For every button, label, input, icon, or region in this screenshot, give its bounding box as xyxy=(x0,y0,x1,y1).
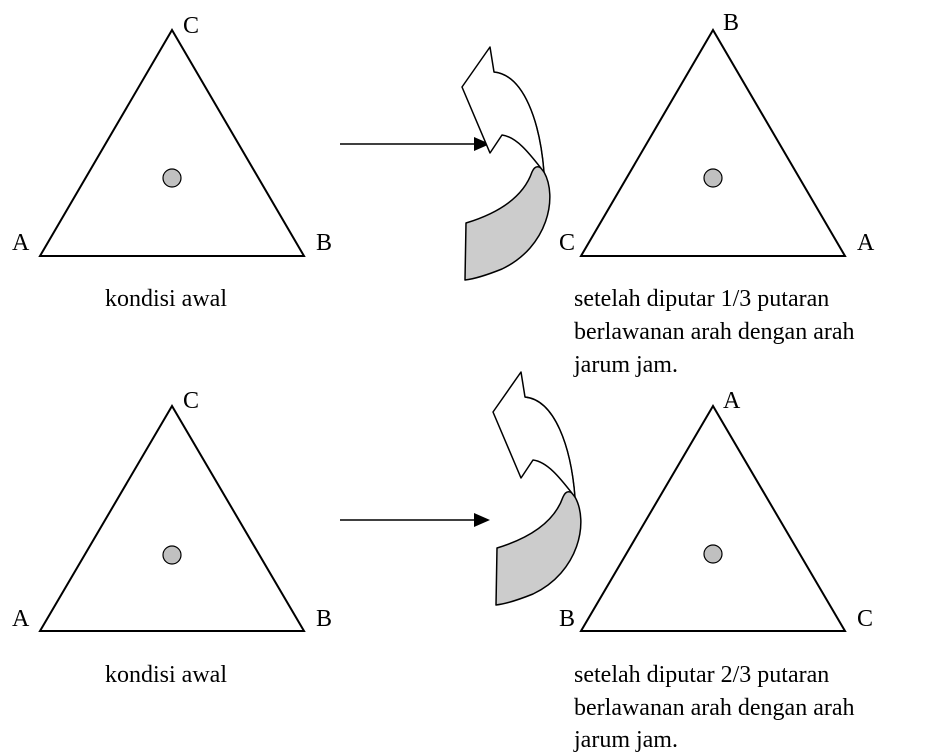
vertex-label-top: A xyxy=(723,388,741,414)
vertex-label-right: B xyxy=(316,230,332,256)
center-point xyxy=(162,168,182,188)
caption-rotated-line-2: berlawanan arah dengan arah xyxy=(574,319,855,345)
vertex-label-top: B xyxy=(723,10,739,36)
caption-rotated-line-3: jarum jam. xyxy=(573,352,678,378)
caption-rotated-line-2: berlawanan arah dengan arah xyxy=(574,695,855,721)
right-arrow-icon xyxy=(340,513,490,527)
triangle-outline xyxy=(579,404,847,632)
caption-rotated-line-1: setelah diputar 2/3 putaran xyxy=(574,662,829,688)
rotated-triangle: A B C setelah diputar 2/3 putaran berlaw… xyxy=(559,388,873,753)
caption-initial: kondisi awal xyxy=(105,286,227,312)
initial-triangle: C A B kondisi awal xyxy=(12,388,332,688)
row-rotation-one-third: C A B kondisi awal B C A setelah diputar… xyxy=(12,10,875,378)
triangle-outline xyxy=(38,28,306,257)
center-point xyxy=(703,544,723,564)
caption-initial: kondisi awal xyxy=(105,662,227,688)
vertex-label-right: B xyxy=(316,606,332,632)
rotated-triangle: B C A setelah diputar 1/3 putaran berlaw… xyxy=(559,10,875,378)
vertex-label-left: B xyxy=(559,606,575,632)
vertex-label-right: C xyxy=(857,606,873,632)
center-point xyxy=(703,168,723,188)
right-arrow-icon xyxy=(340,137,490,151)
vertex-label-left: A xyxy=(12,606,30,632)
vertex-label-top: C xyxy=(183,13,199,39)
triangle-outline xyxy=(579,28,847,257)
triangle-outline xyxy=(38,404,306,632)
initial-triangle: C A B kondisi awal xyxy=(12,13,332,312)
counterclockwise-rotation-icon xyxy=(461,46,551,281)
vertex-label-left: C xyxy=(559,230,575,256)
center-point xyxy=(162,545,182,565)
row-rotation-two-thirds: C A B kondisi awal A B C setelah diputar… xyxy=(12,371,873,753)
counterclockwise-rotation-icon xyxy=(492,371,582,606)
vertex-label-right: A xyxy=(857,230,875,256)
vertex-label-left: A xyxy=(12,230,30,256)
caption-rotated-line-3: jarum jam. xyxy=(573,727,678,753)
caption-rotated-line-1: setelah diputar 1/3 putaran xyxy=(574,286,829,312)
vertex-label-top: C xyxy=(183,388,199,414)
